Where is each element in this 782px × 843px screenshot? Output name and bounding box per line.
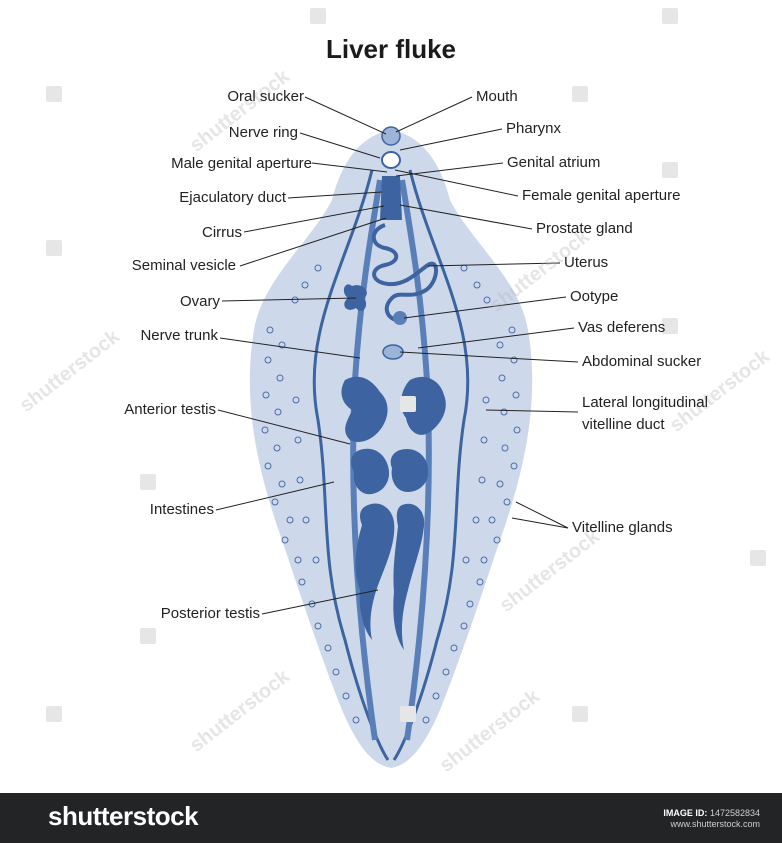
label-female-genital-aperture: Female genital aperture xyxy=(522,187,680,205)
label-pharynx: Pharynx xyxy=(506,120,561,138)
line-oral-sucker xyxy=(305,97,386,134)
watermark-logo xyxy=(400,706,416,722)
watermark-logo xyxy=(140,628,156,644)
body-outline xyxy=(250,130,532,768)
line-vitelline-glands-2 xyxy=(512,518,568,528)
watermark-logo xyxy=(750,550,766,566)
watermark-logo xyxy=(572,86,588,102)
image-id-block: IMAGE ID: 1472582834 www.shutterstock.co… xyxy=(663,808,760,830)
line-mouth xyxy=(396,97,472,132)
brand-logo: shutterstock xyxy=(48,801,198,832)
watermark-logo xyxy=(662,162,678,178)
label-male-genital-aperture: Male genital aperture xyxy=(171,155,312,173)
label-abdominal-sucker: Abdominal sucker xyxy=(582,353,701,371)
label-nerve-ring: Nerve ring xyxy=(229,124,298,142)
watermark-logo xyxy=(46,706,62,722)
label-vitelline-glands: Vitelline glands xyxy=(572,519,673,537)
label-seminal-vesicle: Seminal vesicle xyxy=(132,257,236,275)
label-lateral-duct-line2: vitelline duct xyxy=(582,416,665,434)
label-intestines: Intestines xyxy=(150,501,214,519)
stock-footer-bar: shutterstock IMAGE ID: 1472582834 www.sh… xyxy=(0,793,782,843)
diagram-title: Liver fluke xyxy=(0,34,782,65)
label-nerve-trunk: Nerve trunk xyxy=(140,327,218,345)
label-cirrus: Cirrus xyxy=(202,224,242,242)
pharynx xyxy=(382,152,400,168)
watermark-logo xyxy=(46,240,62,256)
label-mouth: Mouth xyxy=(476,88,518,106)
watermark-logo xyxy=(400,396,416,412)
label-posterior-testis: Posterior testis xyxy=(161,605,260,623)
line-pharynx xyxy=(400,129,502,150)
label-anterior-testis: Anterior testis xyxy=(124,401,216,419)
label-ootype: Ootype xyxy=(570,288,618,306)
line-vitelline-glands-1 xyxy=(516,502,568,528)
ejaculatory-duct-shape xyxy=(380,176,402,220)
image-id-value: 1472582834 xyxy=(710,808,760,818)
label-uterus: Uterus xyxy=(564,254,608,272)
label-lateral-duct-line1: Lateral longitudinal xyxy=(582,394,708,412)
site-url: www.shutterstock.com xyxy=(670,819,760,829)
label-vas-deferens: Vas deferens xyxy=(578,319,665,337)
label-oral-sucker: Oral sucker xyxy=(227,88,304,106)
label-ejaculatory-duct: Ejaculatory duct xyxy=(179,189,286,207)
label-prostate-gland: Prostate gland xyxy=(536,220,633,238)
watermark-logo xyxy=(572,706,588,722)
label-ovary: Ovary xyxy=(180,293,220,311)
watermark-logo xyxy=(310,8,326,24)
oral-sucker xyxy=(382,127,400,145)
image-id-label: IMAGE ID: xyxy=(663,808,707,818)
watermark-logo xyxy=(46,86,62,102)
label-genital-atrium: Genital atrium xyxy=(507,154,600,172)
watermark-logo xyxy=(662,8,678,24)
watermark-logo xyxy=(140,474,156,490)
